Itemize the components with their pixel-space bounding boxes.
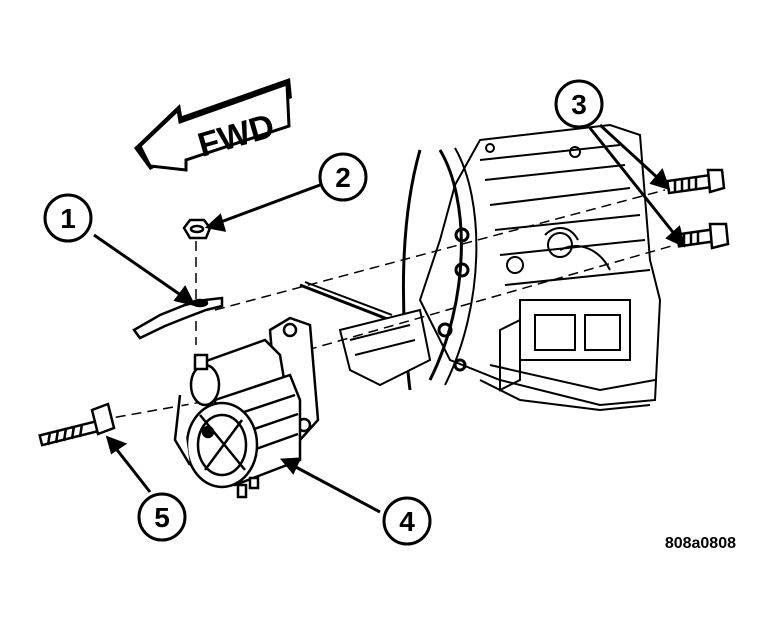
nut-part [182, 218, 212, 240]
alignment-lines [99, 189, 676, 421]
leader-lines [93, 123, 686, 514]
callout-5: 5 [137, 492, 187, 542]
bolts-part [665, 168, 730, 250]
callout-4-number: 4 [399, 506, 415, 537]
upper-bolt [665, 168, 726, 195]
callout-3: 3 [554, 79, 604, 129]
bracket-part [132, 296, 224, 340]
forward-arrow: FWD [134, 78, 292, 172]
callout-5-number: 5 [154, 502, 170, 533]
engine-block [299, 123, 662, 412]
callout-1: 1 [43, 193, 93, 243]
starter-part [173, 316, 320, 499]
lower-bolt [675, 222, 730, 250]
callout-2-number: 2 [335, 162, 351, 193]
figure-code: 808a0808 [665, 535, 736, 552]
callout-1-number: 1 [60, 203, 76, 234]
callout-4: 4 [382, 496, 432, 546]
long-bolt-part [38, 402, 116, 447]
callout-3-number: 3 [571, 89, 587, 120]
callout-2: 2 [318, 152, 368, 202]
